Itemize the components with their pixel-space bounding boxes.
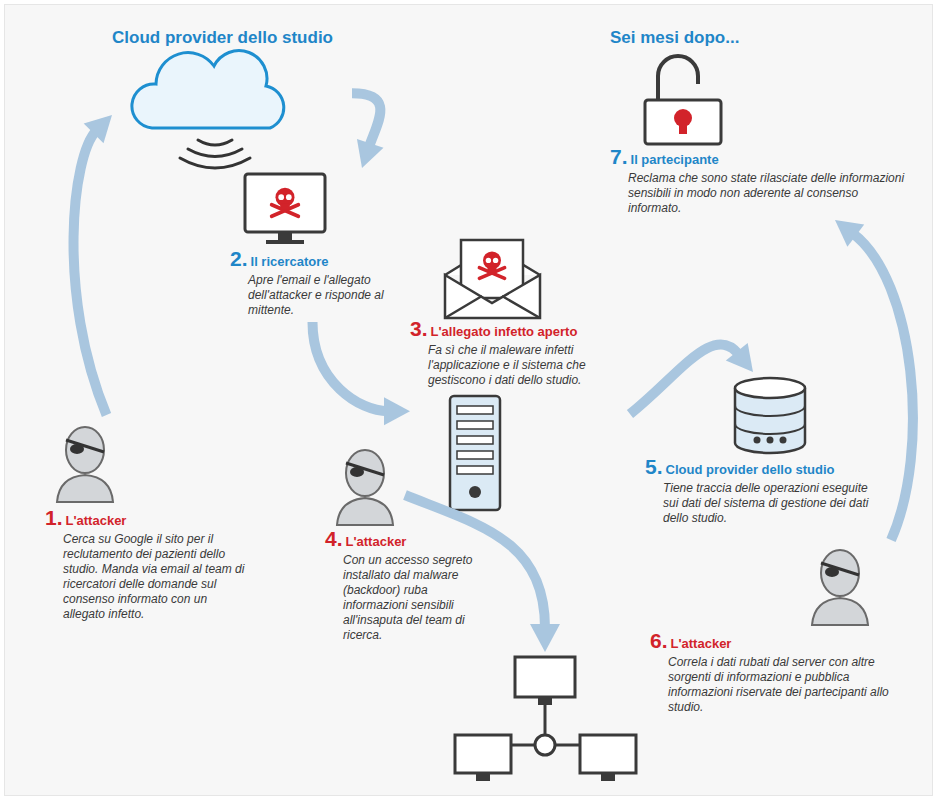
step-description: Tiene traccia delle operazioni eseguite … <box>645 481 885 526</box>
cloud-icon <box>198 140 232 145</box>
server-icon <box>457 406 493 414</box>
arrow-line <box>313 322 389 411</box>
callout-number: 5. <box>645 455 663 478</box>
monitor-icon <box>245 174 325 244</box>
callout-number: 6. <box>650 629 668 652</box>
arrow-head <box>726 343 753 372</box>
flow-arrow <box>74 115 112 415</box>
network-icon <box>580 735 636 773</box>
illustration-layer <box>57 427 113 502</box>
section-heading: Cloud provider dello studio <box>112 28 352 48</box>
callout-number: 2. <box>230 247 248 270</box>
step-title: L'attacker <box>671 636 732 651</box>
section-heading: Sei mesi dopo... <box>610 28 739 48</box>
cloud-heading-node: Cloud provider dello studio <box>112 28 352 173</box>
arrow-head <box>357 139 384 168</box>
cloud-icon <box>180 158 250 168</box>
step-node: 4.L'attackerCon un accesso segreto insta… <box>325 440 490 647</box>
callout-number: 1. <box>45 506 63 529</box>
arrow-line <box>74 131 107 415</box>
monitor-icon <box>278 232 292 240</box>
flow-arrow <box>313 322 411 425</box>
arrow-line <box>352 93 380 147</box>
server-icon <box>457 466 493 474</box>
step-node: 1.L'attackerCerca su Google il sito per … <box>45 415 250 626</box>
open-lock-icon <box>645 56 721 144</box>
database-icon <box>754 437 761 444</box>
step-description: Reclama che sono state rilasciate delle … <box>610 171 910 216</box>
network-icon <box>476 773 490 781</box>
network-icon <box>455 657 636 781</box>
illustration-layer <box>337 450 393 525</box>
step-title: Il partecipante <box>631 152 719 167</box>
infected-envelope-icon <box>445 275 540 318</box>
step-title: Il ricercatore <box>251 254 329 269</box>
monitor-icon <box>266 240 304 244</box>
callout-number: 7. <box>610 145 628 168</box>
step-node: 6.L'attackerCorrela i dati rubati dal se… <box>650 540 912 719</box>
arrow-head <box>384 397 410 425</box>
step-header: 7.Il partecipante <box>610 146 910 171</box>
infected-envelope-icon <box>445 240 540 318</box>
step-node: 2.Il ricercatoreApre l'email e l'allegat… <box>230 168 395 322</box>
open-lock-icon <box>679 122 687 134</box>
arrow-line <box>630 344 739 414</box>
step-title: L'attacker <box>66 513 127 528</box>
database-icon <box>780 437 787 444</box>
server-icon <box>450 396 500 510</box>
monitor-icon <box>272 188 299 217</box>
infected-envelope-icon <box>479 251 504 278</box>
cloud-icon <box>132 51 284 168</box>
cloud-icon <box>132 51 284 128</box>
flow-arrow <box>352 93 384 168</box>
step-title: L'allegato infetto aperto <box>431 324 578 339</box>
step-title: Cloud provider dello studio <box>666 462 835 477</box>
step-header: 6.L'attacker <box>650 630 912 655</box>
database-icon <box>735 378 805 398</box>
step-header: 2.Il ricercatore <box>230 248 395 273</box>
database-icon <box>767 437 774 444</box>
server-icon <box>457 451 493 459</box>
step-description: Cerca su Google il sito per il reclutame… <box>45 532 250 622</box>
callout-number: 4. <box>325 527 343 550</box>
arrow-head <box>84 115 112 143</box>
step-header: 4.L'attacker <box>325 528 490 553</box>
monitor-icon <box>245 174 325 232</box>
step-description: Apre l'email e l'allegato dell'attacker … <box>230 273 395 318</box>
open-lock-icon <box>658 56 698 100</box>
database-icon <box>735 378 805 453</box>
infected-envelope-icon <box>445 296 540 318</box>
illustration-layer <box>812 550 868 625</box>
network-icon <box>601 773 615 781</box>
network-icon <box>538 697 552 705</box>
cloud-icon <box>188 149 242 157</box>
step-description: Fa sì che il maleware infetti l'applicaz… <box>410 343 630 388</box>
network-icon <box>455 735 511 773</box>
callout-number: 3. <box>410 317 428 340</box>
attack-arrow <box>530 624 560 652</box>
step-node: 3.L'allegato infetto apertoFa sì che il … <box>410 232 630 512</box>
open-lock-icon <box>645 100 721 144</box>
step-header: 5.Cloud provider dello studio <box>645 456 885 481</box>
step-title: L'attacker <box>346 534 407 549</box>
server-icon <box>450 396 500 510</box>
flow-arrow <box>630 343 753 414</box>
step-header: 3.L'allegato infetto aperto <box>410 318 630 343</box>
network-icon <box>515 657 575 697</box>
arrow-head <box>835 220 864 247</box>
database-icon <box>735 406 805 434</box>
server-icon <box>457 436 493 444</box>
server-icon <box>469 486 481 498</box>
step-description: Correla i dati rubati dal server con alt… <box>650 655 912 715</box>
step-node: 5.Cloud provider dello studioTiene tracc… <box>645 372 885 530</box>
step-header: 1.L'attacker <box>45 507 250 532</box>
step-node: 7.Il partecipanteReclama che sono state … <box>610 50 910 220</box>
step-description: Con un accesso segreto installato dal ma… <box>325 553 490 643</box>
network-icon <box>535 735 555 755</box>
server-icon <box>457 421 493 429</box>
